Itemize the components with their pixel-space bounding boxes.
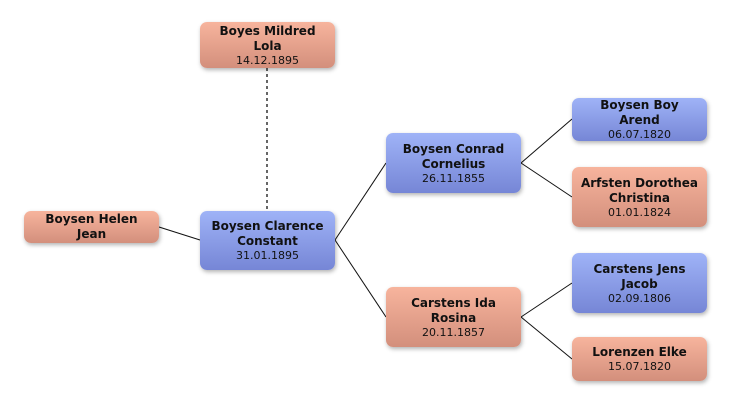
parent-connector [520,118,573,164]
person-node-clarence[interactable]: Boysen Clarence Constant 31.01.1895 [200,211,335,270]
person-date: 14.12.1895 [236,53,299,67]
parent-connector [334,239,387,318]
person-node-mildred[interactable]: Boyes Mildred Lola 14.12.1895 [200,22,335,68]
person-name: Boysen Conrad Cornelius [402,141,505,171]
person-date: 15.07.1820 [608,360,671,373]
person-date: 06.07.1820 [608,128,671,141]
parent-connector [520,316,573,360]
person-node-helen[interactable]: Boysen Helen Jean [24,211,159,243]
parent-connector [520,282,573,318]
person-node-boy[interactable]: Boysen Boy Arend 06.07.1820 [572,98,707,141]
person-node-ida[interactable]: Carstens Ida Rosina 20.11.1857 [386,287,521,347]
person-date: 26.11.1855 [422,171,485,185]
child-connector [158,226,201,241]
person-name: Boysen Clarence Constant [211,219,324,248]
person-date: 01.01.1824 [608,205,671,219]
person-date: 20.11.1857 [422,325,485,339]
person-name: Carstens Jens Jacob [593,261,686,291]
person-name: Boysen Helen Jean [45,212,138,241]
person-name: Boyes Mildred Lola [219,23,316,53]
parent-connector [334,162,387,241]
person-node-conrad[interactable]: Boysen Conrad Cornelius 26.11.1855 [386,133,521,193]
person-date: 31.01.1895 [236,249,299,262]
person-name: Lorenzen Elke [592,345,687,359]
person-node-elke[interactable]: Lorenzen Elke 15.07.1820 [572,337,707,381]
person-date: 02.09.1806 [608,291,671,305]
person-node-dorothea[interactable]: Arfsten Dorothea Christina 01.01.1824 [572,167,707,227]
person-name: Carstens Ida Rosina [411,295,496,325]
person-name: Boysen Boy Arend [600,98,679,127]
parent-connector [520,162,573,198]
person-node-jens[interactable]: Carstens Jens Jacob 02.09.1806 [572,253,707,313]
person-name: Arfsten Dorothea Christina [580,175,699,205]
